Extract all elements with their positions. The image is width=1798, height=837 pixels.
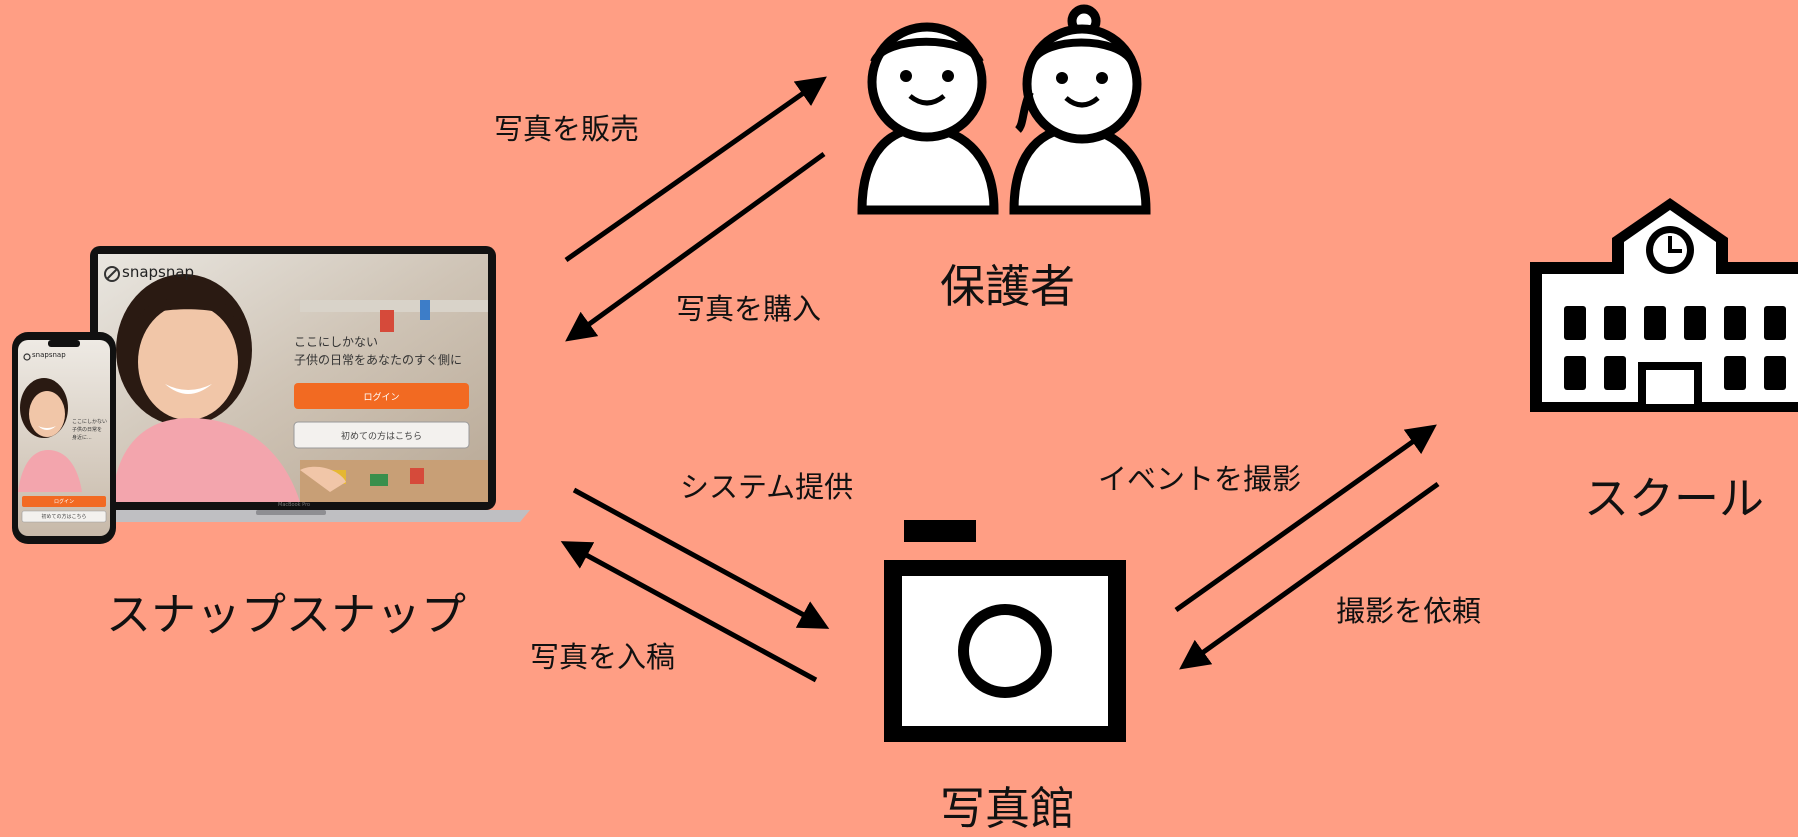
phone-login-button[interactable] (22, 496, 106, 507)
edge-label-submit-photos: 写真を入稿 (530, 640, 676, 674)
phone-first-time-button[interactable] (21, 510, 107, 523)
phone-tagline-1: ここにしかない (72, 419, 108, 425)
laptop-model-label: MacBook Pro (278, 502, 311, 508)
phone-first-time-label: 初めての方はこちら (41, 514, 87, 520)
arrow-buy-photos (565, 151, 826, 342)
phone-tagline-3: 身近に... (72, 435, 92, 441)
phone-device (12, 332, 116, 544)
laptop-first-time-label: 初めての方はこちら (340, 431, 422, 442)
edge-label-request-shoot: 撮影を依頼 (1336, 594, 1482, 628)
edge-label-provide-system: システム提供 (680, 470, 854, 504)
node-label-parents: 保護者 (940, 260, 1076, 313)
parents-icon (857, 4, 1151, 215)
phone-login-label: ログイン (53, 499, 74, 505)
node-label-school: スクール (1584, 472, 1765, 525)
laptop-brand: snapsnap (122, 263, 195, 281)
school-icon (1530, 198, 1798, 412)
arrow-shoot-event (1174, 424, 1437, 613)
edge-label-buy-photos: 写真を購入 (676, 292, 822, 326)
edge-label-sell-photos: 写真を販売 (494, 112, 640, 146)
arrow-submit-photos (560, 541, 818, 683)
arrow-sell-photos (564, 76, 827, 263)
laptop-tagline-1: ここにしかない (294, 335, 379, 349)
laptop-tagline-2: 子供の日常をあなたのすぐ側に (294, 353, 463, 367)
laptop-device (66, 246, 530, 522)
laptop-first-time-button[interactable] (293, 421, 470, 449)
laptop-login-label: ログイン (363, 392, 400, 403)
node-label-snapsnap: スナップスナップ (106, 588, 467, 641)
arrow-request-shoot (1179, 481, 1440, 670)
laptop-login-button[interactable] (294, 383, 469, 409)
node-label-studio: 写真館 (940, 782, 1076, 835)
camera-icon (884, 520, 1126, 742)
phone-tagline-2: 子供の日常を (72, 427, 103, 433)
phone-brand: snapsnap (32, 351, 66, 359)
arrow-provide-system (572, 487, 830, 629)
edge-label-shoot-event: イベントを撮影 (1098, 462, 1302, 496)
